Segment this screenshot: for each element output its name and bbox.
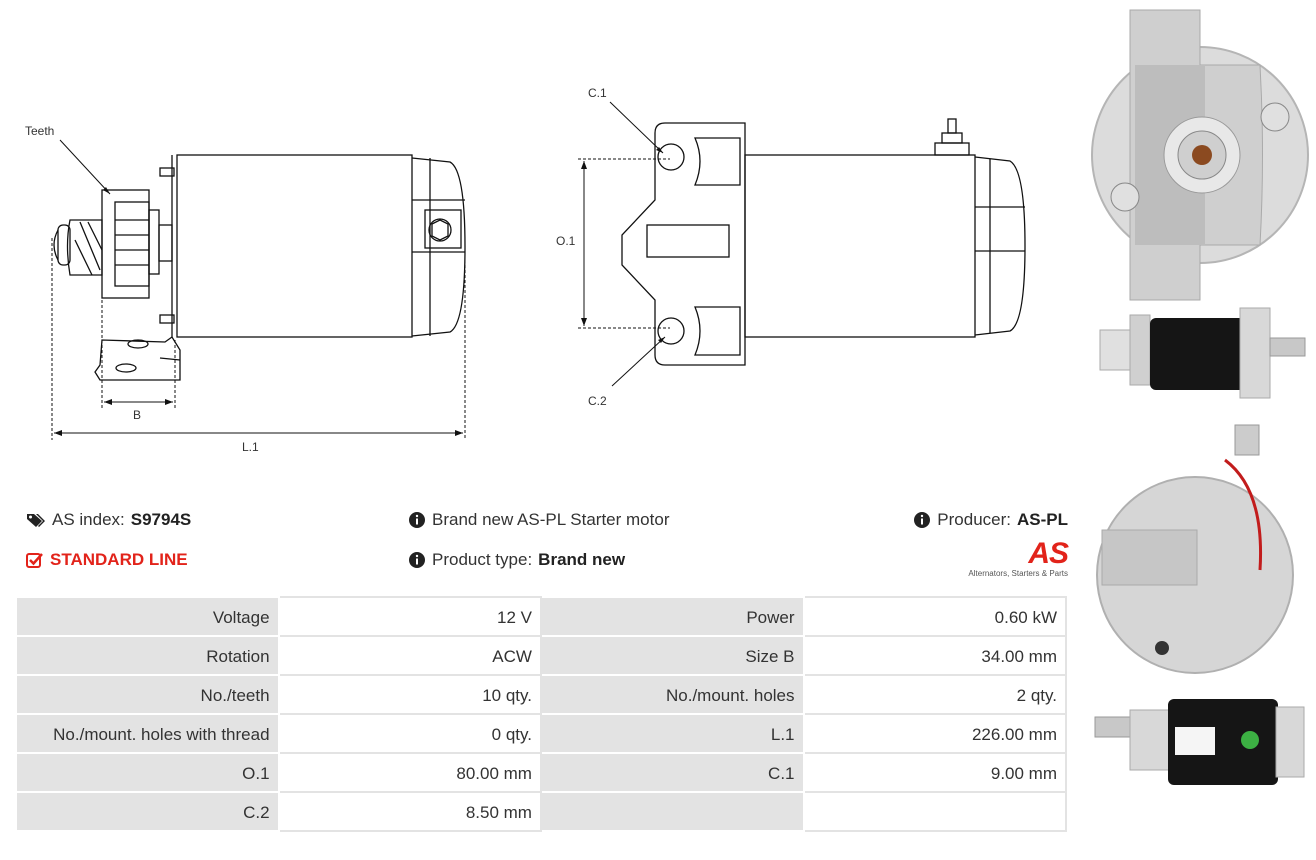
- spec-label: O.1: [15, 752, 280, 793]
- spec-label: L.1: [539, 713, 805, 754]
- logo-mark: AS: [1028, 537, 1069, 570]
- check-square-icon: [26, 553, 43, 568]
- spec-label: C.1: [539, 752, 805, 793]
- product-type-value: Brand new: [538, 550, 626, 569]
- info-circle-icon: [914, 512, 931, 528]
- o1-dimension-label: O.1: [556, 234, 576, 248]
- spec-label: Power: [539, 596, 805, 637]
- product-photos: [1085, 0, 1316, 860]
- spec-value: 8.50 mm: [277, 791, 542, 832]
- as-index-value: S9794S: [130, 510, 192, 529]
- spec-value: 2 qty.: [802, 674, 1068, 715]
- photo-rear-view: [1096, 424, 1294, 674]
- info-circle-icon: [409, 512, 425, 528]
- c1-dimension-label: C.1: [588, 86, 607, 100]
- side-view-drawing: Teeth B L.1: [25, 124, 466, 454]
- l1-dimension-label: L.1: [242, 440, 259, 454]
- producer-value: AS-PL: [1017, 510, 1068, 529]
- spec-value: 34.00 mm: [802, 635, 1068, 676]
- spec-value: 0.60 kW: [802, 596, 1068, 637]
- photo-front-view: [1091, 9, 1309, 301]
- spec-label: No./mount. holes with thread: [15, 713, 280, 754]
- info-circle-icon: [409, 552, 425, 568]
- spec-label: No./mount. holes: [539, 674, 805, 715]
- spec-label: C.2: [15, 791, 280, 832]
- spec-value: 12 V: [277, 596, 542, 637]
- spec-label: Voltage: [15, 596, 280, 637]
- logo-tagline: Alternators, Starters & Parts: [968, 569, 1068, 578]
- photo-side-view-1: [1099, 307, 1306, 399]
- spec-value: 80.00 mm: [277, 752, 542, 793]
- asp-logo: AS Alternators, Starters & Parts: [958, 537, 1069, 583]
- spec-value: 10 qty.: [277, 674, 542, 715]
- spec-value: ACW: [277, 635, 542, 676]
- spec-label: Rotation: [15, 635, 280, 676]
- description-text: Brand new AS-PL Starter motor: [432, 510, 670, 529]
- product-type-label: Product type:: [432, 550, 533, 569]
- as-index-label: AS index:: [52, 510, 125, 529]
- standard-line-badge: STANDARD LINE: [26, 550, 188, 570]
- b-dimension-label: B: [133, 408, 141, 422]
- product-info: AS index: S9794S STANDARD LINE Brand new…: [26, 505, 1069, 585]
- spec-value: [802, 791, 1068, 832]
- spec-value: 226.00 mm: [802, 713, 1068, 754]
- spec-label: Size B: [539, 635, 805, 676]
- product-description: Brand new AS-PL Starter motor: [408, 510, 669, 530]
- teeth-label: Teeth: [25, 124, 54, 138]
- product-type: Product type: Brand new: [408, 550, 625, 570]
- spec-label: [539, 791, 805, 832]
- spec-value: 9.00 mm: [802, 752, 1068, 793]
- front-view-drawing: C.1 O.1 C.2: [556, 86, 1026, 408]
- c2-dimension-label: C.2: [588, 394, 607, 408]
- standard-line-label: STANDARD LINE: [50, 550, 188, 569]
- spec-value: 0 qty.: [277, 713, 542, 754]
- tags-icon: [27, 514, 45, 527]
- as-index: AS index: S9794S: [26, 510, 191, 530]
- producer: Producer: AS-PL: [913, 510, 1068, 530]
- photo-side-view-2: [1094, 699, 1305, 785]
- producer-label: Producer:: [937, 510, 1011, 529]
- spec-label: No./teeth: [15, 674, 280, 715]
